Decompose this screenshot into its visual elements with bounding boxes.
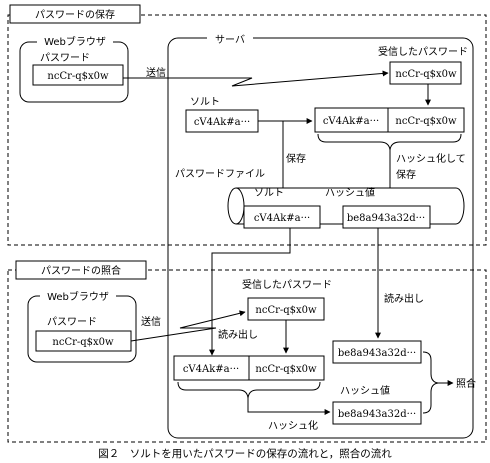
browser-password-label-check: パスワード xyxy=(47,316,97,328)
password-file-salt-value: cV4Ak#a··· xyxy=(254,213,310,224)
password-file-salt-box xyxy=(243,205,321,229)
password-file-hash-box xyxy=(342,205,431,229)
hash-value-label-check: ハッシュ値 xyxy=(340,384,390,397)
browser-password-value-check: ncCr-q$x0w xyxy=(52,337,114,348)
concat-salt-storage: cV4Ak#a··· xyxy=(323,116,379,127)
save-label-storage: 保存 xyxy=(286,152,306,165)
password-file-label: パスワードファイル xyxy=(175,168,265,180)
computed-hash-box-check xyxy=(332,401,422,425)
read-salt-label: 読み出し xyxy=(218,328,258,341)
browser-title-check: Webブラウザ xyxy=(47,290,109,303)
browser-password-label-storage: パスワード xyxy=(40,52,90,64)
browser-title-storage: Webブラウザ xyxy=(44,35,106,48)
hash-and-save-line2: 保存 xyxy=(396,168,416,181)
browser-box-check xyxy=(27,295,137,363)
brace-concat-storage xyxy=(317,133,462,151)
hash-and-save-line1: ハッシュ化して xyxy=(396,152,466,165)
browser-password-value-storage: ncCr-q$x0w xyxy=(47,71,109,82)
hash-label-check: ハッシュ化 xyxy=(268,419,318,432)
brace-compare xyxy=(422,351,439,414)
brace-concat-check xyxy=(177,381,321,399)
storage-section-tab xyxy=(9,4,141,24)
check-section-tab xyxy=(15,260,147,280)
salt-label-storage: ソルト xyxy=(190,97,220,108)
figure-caption: 図２ ソルトを用いたパスワードの保存の流れと，照合の流れ xyxy=(98,447,392,460)
concat-salt-check: cV4Ak#a··· xyxy=(183,364,239,375)
stored-hash-value-check: be8a943a32d··· xyxy=(338,348,416,359)
check-section-title: パスワードの照合 xyxy=(41,264,121,277)
storage-section-frame xyxy=(7,14,487,246)
send-arrow-storage xyxy=(123,70,389,87)
browser-password-field-storage xyxy=(32,64,124,86)
concat-password-check: ncCr-q$x0w xyxy=(255,364,317,375)
server-panel xyxy=(167,37,474,439)
send-arrow-check xyxy=(130,310,246,342)
received-password-label-storage: 受信したパスワード xyxy=(378,46,468,58)
received-password-box-storage xyxy=(389,61,462,85)
server-label: サーバ xyxy=(215,34,245,46)
arrow-read-salt xyxy=(209,228,291,356)
send-label-storage: 送信 xyxy=(146,66,166,79)
read-hash-label: 読み出し xyxy=(384,292,424,305)
password-file-hash-header: ハッシュ値 xyxy=(325,186,375,199)
received-password-value-check: ncCr-q$x0w xyxy=(255,305,317,316)
concat-password-storage: ncCr-q$x0w xyxy=(395,116,457,127)
check-section-frame xyxy=(7,269,487,443)
stored-hash-box-check xyxy=(332,340,422,364)
compare-label: 照合 xyxy=(456,377,476,390)
concat-box-storage xyxy=(314,107,465,133)
arrow-hash-check xyxy=(247,398,331,415)
received-password-label-check: 受信したパスワード xyxy=(242,279,332,291)
send-label-check: 送信 xyxy=(141,315,161,328)
computed-hash-value-check: be8a943a32d··· xyxy=(338,409,416,420)
received-password-value-storage: ncCr-q$x0w xyxy=(395,69,457,80)
storage-section-title: パスワードの保存 xyxy=(35,8,115,21)
password-file-salt-header: ソルト xyxy=(254,188,284,199)
salt-value-storage: cV4Ak#a··· xyxy=(194,117,250,128)
password-file-hash-value: be8a943a32d··· xyxy=(347,213,425,224)
